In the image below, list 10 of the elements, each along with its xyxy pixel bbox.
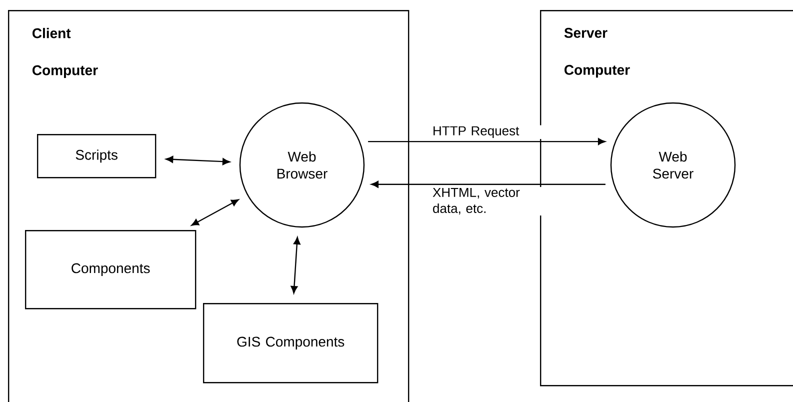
component-box: Components	[25, 230, 196, 310]
component-box: Scripts	[37, 134, 156, 178]
arrow	[371, 180, 606, 188]
arrow	[368, 138, 606, 145]
edge-label: XHTML, vector data, etc.	[432, 186, 544, 216]
arrow	[290, 236, 300, 294]
edge-label: HTTP Request	[432, 125, 544, 139]
component-box: GIS Components	[203, 303, 378, 384]
arrow	[166, 156, 230, 166]
arrow	[191, 199, 239, 226]
